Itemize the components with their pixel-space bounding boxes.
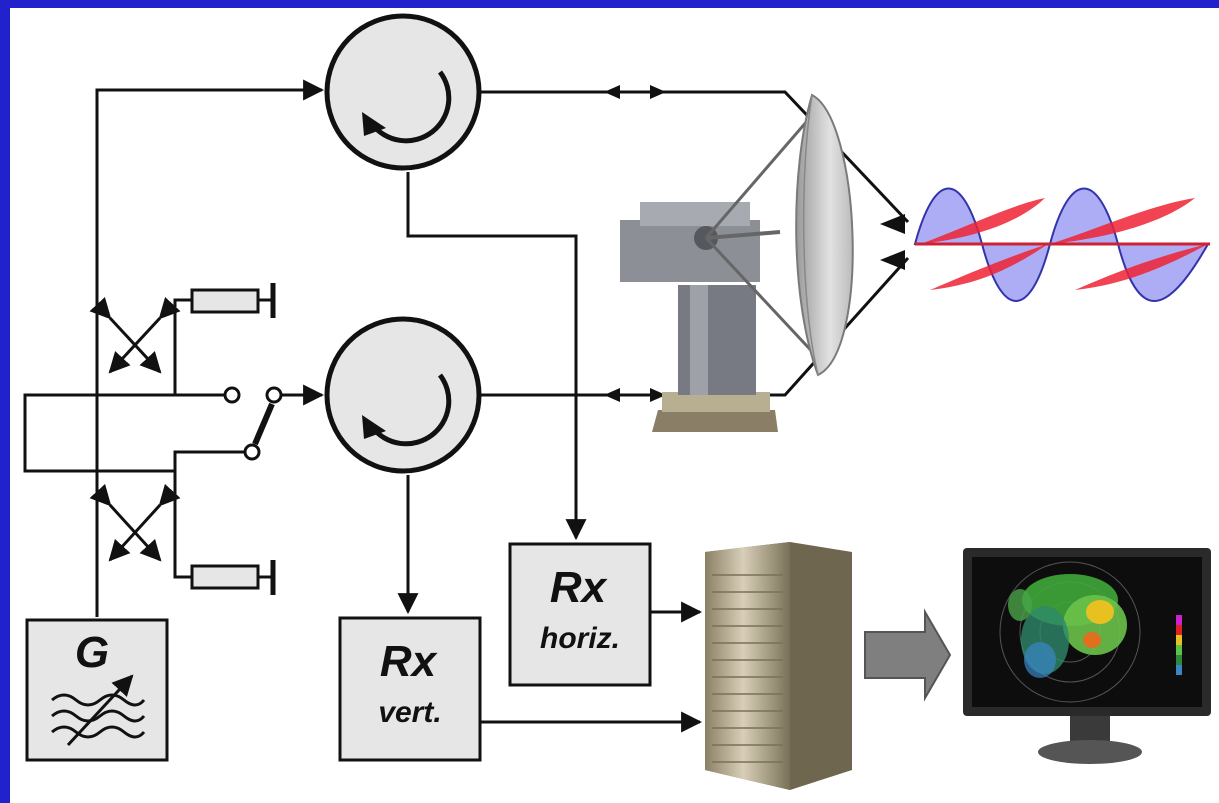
monitor-icon — [963, 548, 1211, 764]
tunable-oscillator-icon — [51, 674, 146, 747]
circulator-vertical-icon — [324, 316, 482, 474]
wire-splitter-loop — [23, 393, 97, 473]
termination-upper-icon — [190, 283, 276, 318]
coupler-upper-icon — [89, 296, 181, 374]
feed-arrow-v — [880, 250, 905, 270]
polarization-switch-icon — [223, 386, 283, 461]
receiver-vertical-block: Rx vert. — [338, 616, 482, 762]
diagram-canvas: G Rx horiz. Rx vert. — [10, 8, 1219, 803]
color-scale-legend — [1176, 615, 1182, 675]
radar-block-diagram: G Rx horiz. Rx vert. — [23, 13, 1211, 790]
wire-circulator-v-to-antenna — [481, 256, 910, 397]
wire-gen-to-circulator-h — [95, 79, 325, 617]
generator-label: G — [75, 628, 109, 677]
circulator-horizontal-icon — [324, 13, 482, 171]
output-arrow-icon — [864, 608, 952, 702]
radar-ppi-image — [999, 561, 1141, 703]
rx-vert-label: Rx — [380, 637, 438, 686]
generator-block: G — [25, 618, 169, 762]
rx-horiz-sublabel: horiz. — [540, 622, 620, 655]
rx-vert-sublabel: vert. — [378, 696, 441, 729]
wire-circulator-h-to-antenna — [481, 90, 910, 224]
bidirectional-arrows — [604, 85, 666, 402]
dual-polarization-wave-icon — [913, 187, 1210, 302]
termination-lower-icon — [190, 560, 276, 595]
feed-arrow-h — [880, 214, 905, 234]
rx-horiz-label: Rx — [550, 563, 608, 612]
radar-antenna-icon — [620, 93, 854, 432]
wire-upper-coupler — [97, 298, 192, 397]
wire-to-switch-bottom — [173, 450, 247, 471]
receiver-horizontal-block: Rx horiz. — [508, 542, 652, 687]
coupler-lower-icon — [89, 483, 181, 562]
wire-circulator-h-to-rx-horiz — [406, 172, 587, 541]
computer-tower-icon — [705, 542, 852, 790]
